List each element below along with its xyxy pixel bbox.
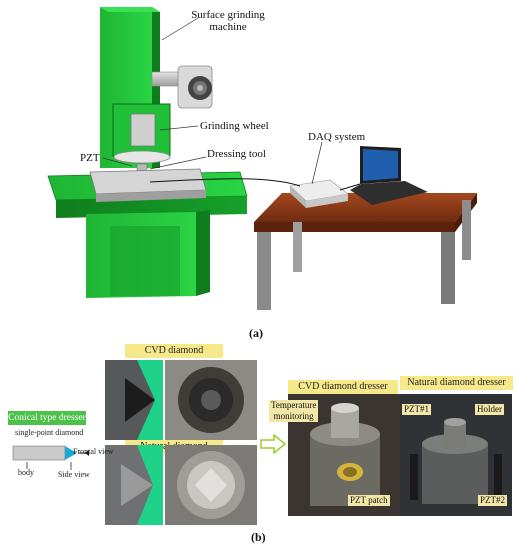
cable	[149, 178, 301, 187]
cvd-diamond-dresser-tag: CVD diamond dresser	[288, 380, 398, 394]
caption-b: (b)	[251, 530, 266, 544]
label-temperature-monitoring: Temperature monitoring	[269, 400, 319, 422]
natural-diamond-dresser-tag: Natural diamond dresser	[400, 376, 513, 390]
daq-box	[289, 179, 349, 208]
caption-a: (a)	[249, 326, 263, 340]
label-pzt: PZT	[80, 152, 100, 164]
label-body: body	[18, 468, 34, 477]
grinding-setup-illustration	[47, 7, 477, 310]
micrograph-panel	[105, 360, 257, 525]
label-grinding-wheel: Grinding wheel	[200, 120, 269, 132]
conical-type-dresser-tag: Conical type dresser	[8, 411, 86, 425]
laptop	[350, 146, 428, 205]
label-pzt-patch: PZT patch	[348, 495, 390, 506]
grinding-machine	[47, 7, 248, 298]
arrow-right-icon	[260, 434, 286, 454]
label-pzt1: PZT#1	[402, 404, 432, 415]
label-single-point-diamond: single-point diamond	[15, 428, 84, 437]
label-daq-system: DAQ system	[308, 131, 366, 143]
label-holder: Holder	[475, 404, 504, 415]
cvd-diamond-tag: CVD diamond	[125, 344, 223, 358]
label-side-view: Side view	[58, 470, 90, 479]
label-dressing-tool: Dressing tool	[207, 148, 266, 160]
label-surface-grinding-machine: Surface grinding machine	[191, 9, 265, 33]
dresser-schematic	[12, 445, 89, 470]
label-pzt2: PZT#2	[478, 495, 508, 506]
label-frontal-view: Frontal view	[73, 447, 114, 456]
desk	[254, 193, 477, 310]
